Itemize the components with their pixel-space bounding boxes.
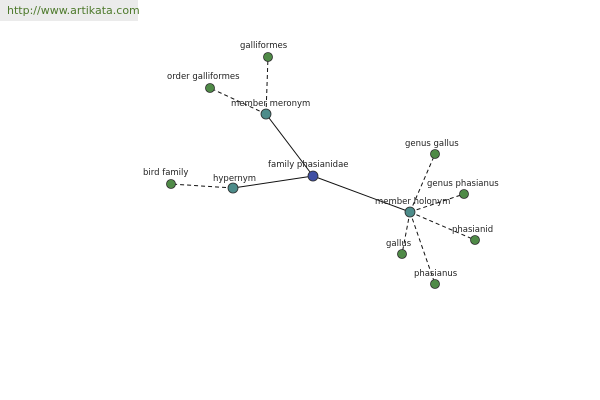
node-member-holonym[interactable] bbox=[404, 206, 416, 218]
edge-family-phasianidae-to-member-holonym bbox=[312, 175, 411, 213]
node-genus-gallus[interactable] bbox=[430, 149, 440, 159]
label-galliformes: galliformes bbox=[240, 41, 288, 51]
node-phasianus[interactable] bbox=[430, 279, 440, 289]
label-member-holonym: member holonym bbox=[375, 197, 450, 207]
edge-family-phasianidae-to-hypernym bbox=[232, 175, 314, 189]
label-bird-family: bird family bbox=[143, 168, 188, 178]
watermark-url[interactable]: http://www.artikata.com bbox=[7, 4, 140, 17]
label-phasianid: phasianid bbox=[452, 225, 493, 235]
edge-hypernym-to-bird-family bbox=[170, 183, 234, 189]
graph-edges bbox=[170, 56, 476, 285]
graph-nodes bbox=[166, 52, 480, 289]
node-galliformes[interactable] bbox=[263, 52, 273, 62]
label-family-phasianidae: family phasianidae bbox=[268, 160, 349, 170]
node-member-meronym[interactable] bbox=[260, 108, 272, 120]
label-genus-phasianus: genus phasianus bbox=[427, 179, 499, 189]
node-family-phasianidae[interactable] bbox=[307, 170, 319, 182]
graph-labels: family phasianidae member meronym hypernym… bbox=[143, 41, 499, 279]
edge-member-holonym-to-genus-phasianus bbox=[409, 193, 465, 213]
node-bird-family[interactable] bbox=[166, 179, 176, 189]
label-hypernym: hypernym bbox=[213, 174, 256, 184]
watermark-banner: http://www.artikata.com bbox=[0, 0, 140, 21]
node-gallus[interactable] bbox=[397, 249, 407, 259]
edge-member-holonym-to-genus-gallus bbox=[409, 153, 436, 213]
node-hypernym[interactable] bbox=[227, 182, 239, 194]
edge-member-meronym-to-galliformes bbox=[265, 56, 269, 115]
label-gallus: gallus bbox=[386, 239, 412, 249]
edge-member-holonym-to-phasianus bbox=[409, 211, 436, 285]
edge-member-meronym-to-order-galliformes bbox=[209, 87, 267, 115]
edge-family-phasianidae-to-member-meronym bbox=[265, 113, 314, 177]
label-order-galliformes: order galliformes bbox=[167, 72, 240, 82]
node-phasianid[interactable] bbox=[470, 235, 480, 245]
label-phasianus: phasianus bbox=[414, 269, 458, 279]
node-order-galliformes[interactable] bbox=[205, 83, 215, 93]
node-genus-phasianus[interactable] bbox=[459, 189, 469, 199]
label-member-meronym: member meronym bbox=[231, 99, 310, 109]
edge-member-holonym-to-phasianid bbox=[409, 211, 476, 241]
label-genus-gallus: genus gallus bbox=[405, 139, 459, 149]
edge-member-holonym-to-gallus bbox=[401, 211, 411, 255]
